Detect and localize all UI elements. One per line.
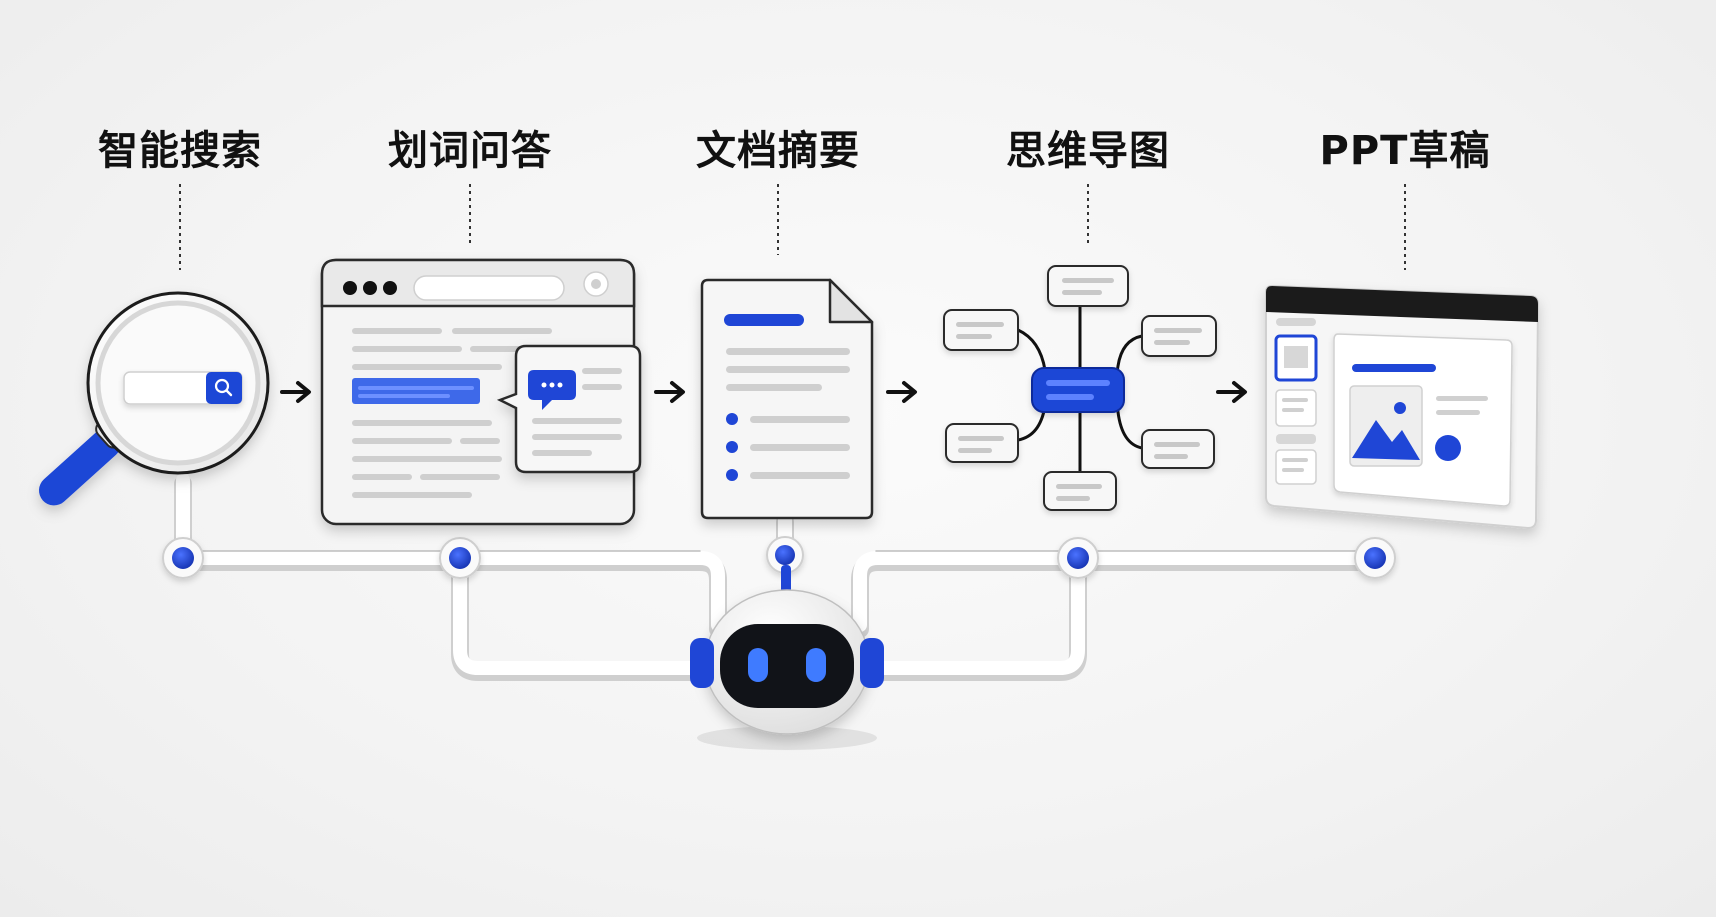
node-ppt bbox=[1354, 537, 1396, 579]
leader-lines bbox=[179, 184, 1406, 270]
node-mindmap bbox=[1057, 537, 1099, 579]
browser-chat-icon bbox=[320, 258, 642, 526]
feature-title-summary: 文档摘要 bbox=[696, 128, 860, 174]
mindmap-icon bbox=[943, 265, 1217, 511]
highlighted-text bbox=[352, 378, 480, 404]
feature-title-mindmap: 思维导图 bbox=[1006, 128, 1170, 174]
magnifier-search-icon bbox=[38, 291, 270, 506]
feature-title-qa: 划词问答 bbox=[388, 128, 552, 174]
arrow-right-icon bbox=[1216, 381, 1247, 403]
document-list-icon bbox=[700, 278, 874, 520]
slide-editor-icon bbox=[1265, 284, 1540, 530]
feature-title-search: 智能搜索 bbox=[98, 128, 262, 174]
feature-title-ppt: PPT草稿 bbox=[1319, 128, 1491, 174]
page-text-lines bbox=[352, 328, 552, 498]
arrow-right-icon bbox=[654, 381, 685, 403]
image-placeholder-icon bbox=[1349, 385, 1423, 467]
slide-thumbnails bbox=[1274, 318, 1318, 485]
node-qa bbox=[439, 537, 481, 579]
search-bar bbox=[123, 371, 243, 405]
arrow-right-icon bbox=[280, 381, 311, 403]
node-search bbox=[162, 537, 204, 579]
arrow-right-icon bbox=[886, 381, 917, 403]
robot-icon bbox=[690, 565, 884, 750]
